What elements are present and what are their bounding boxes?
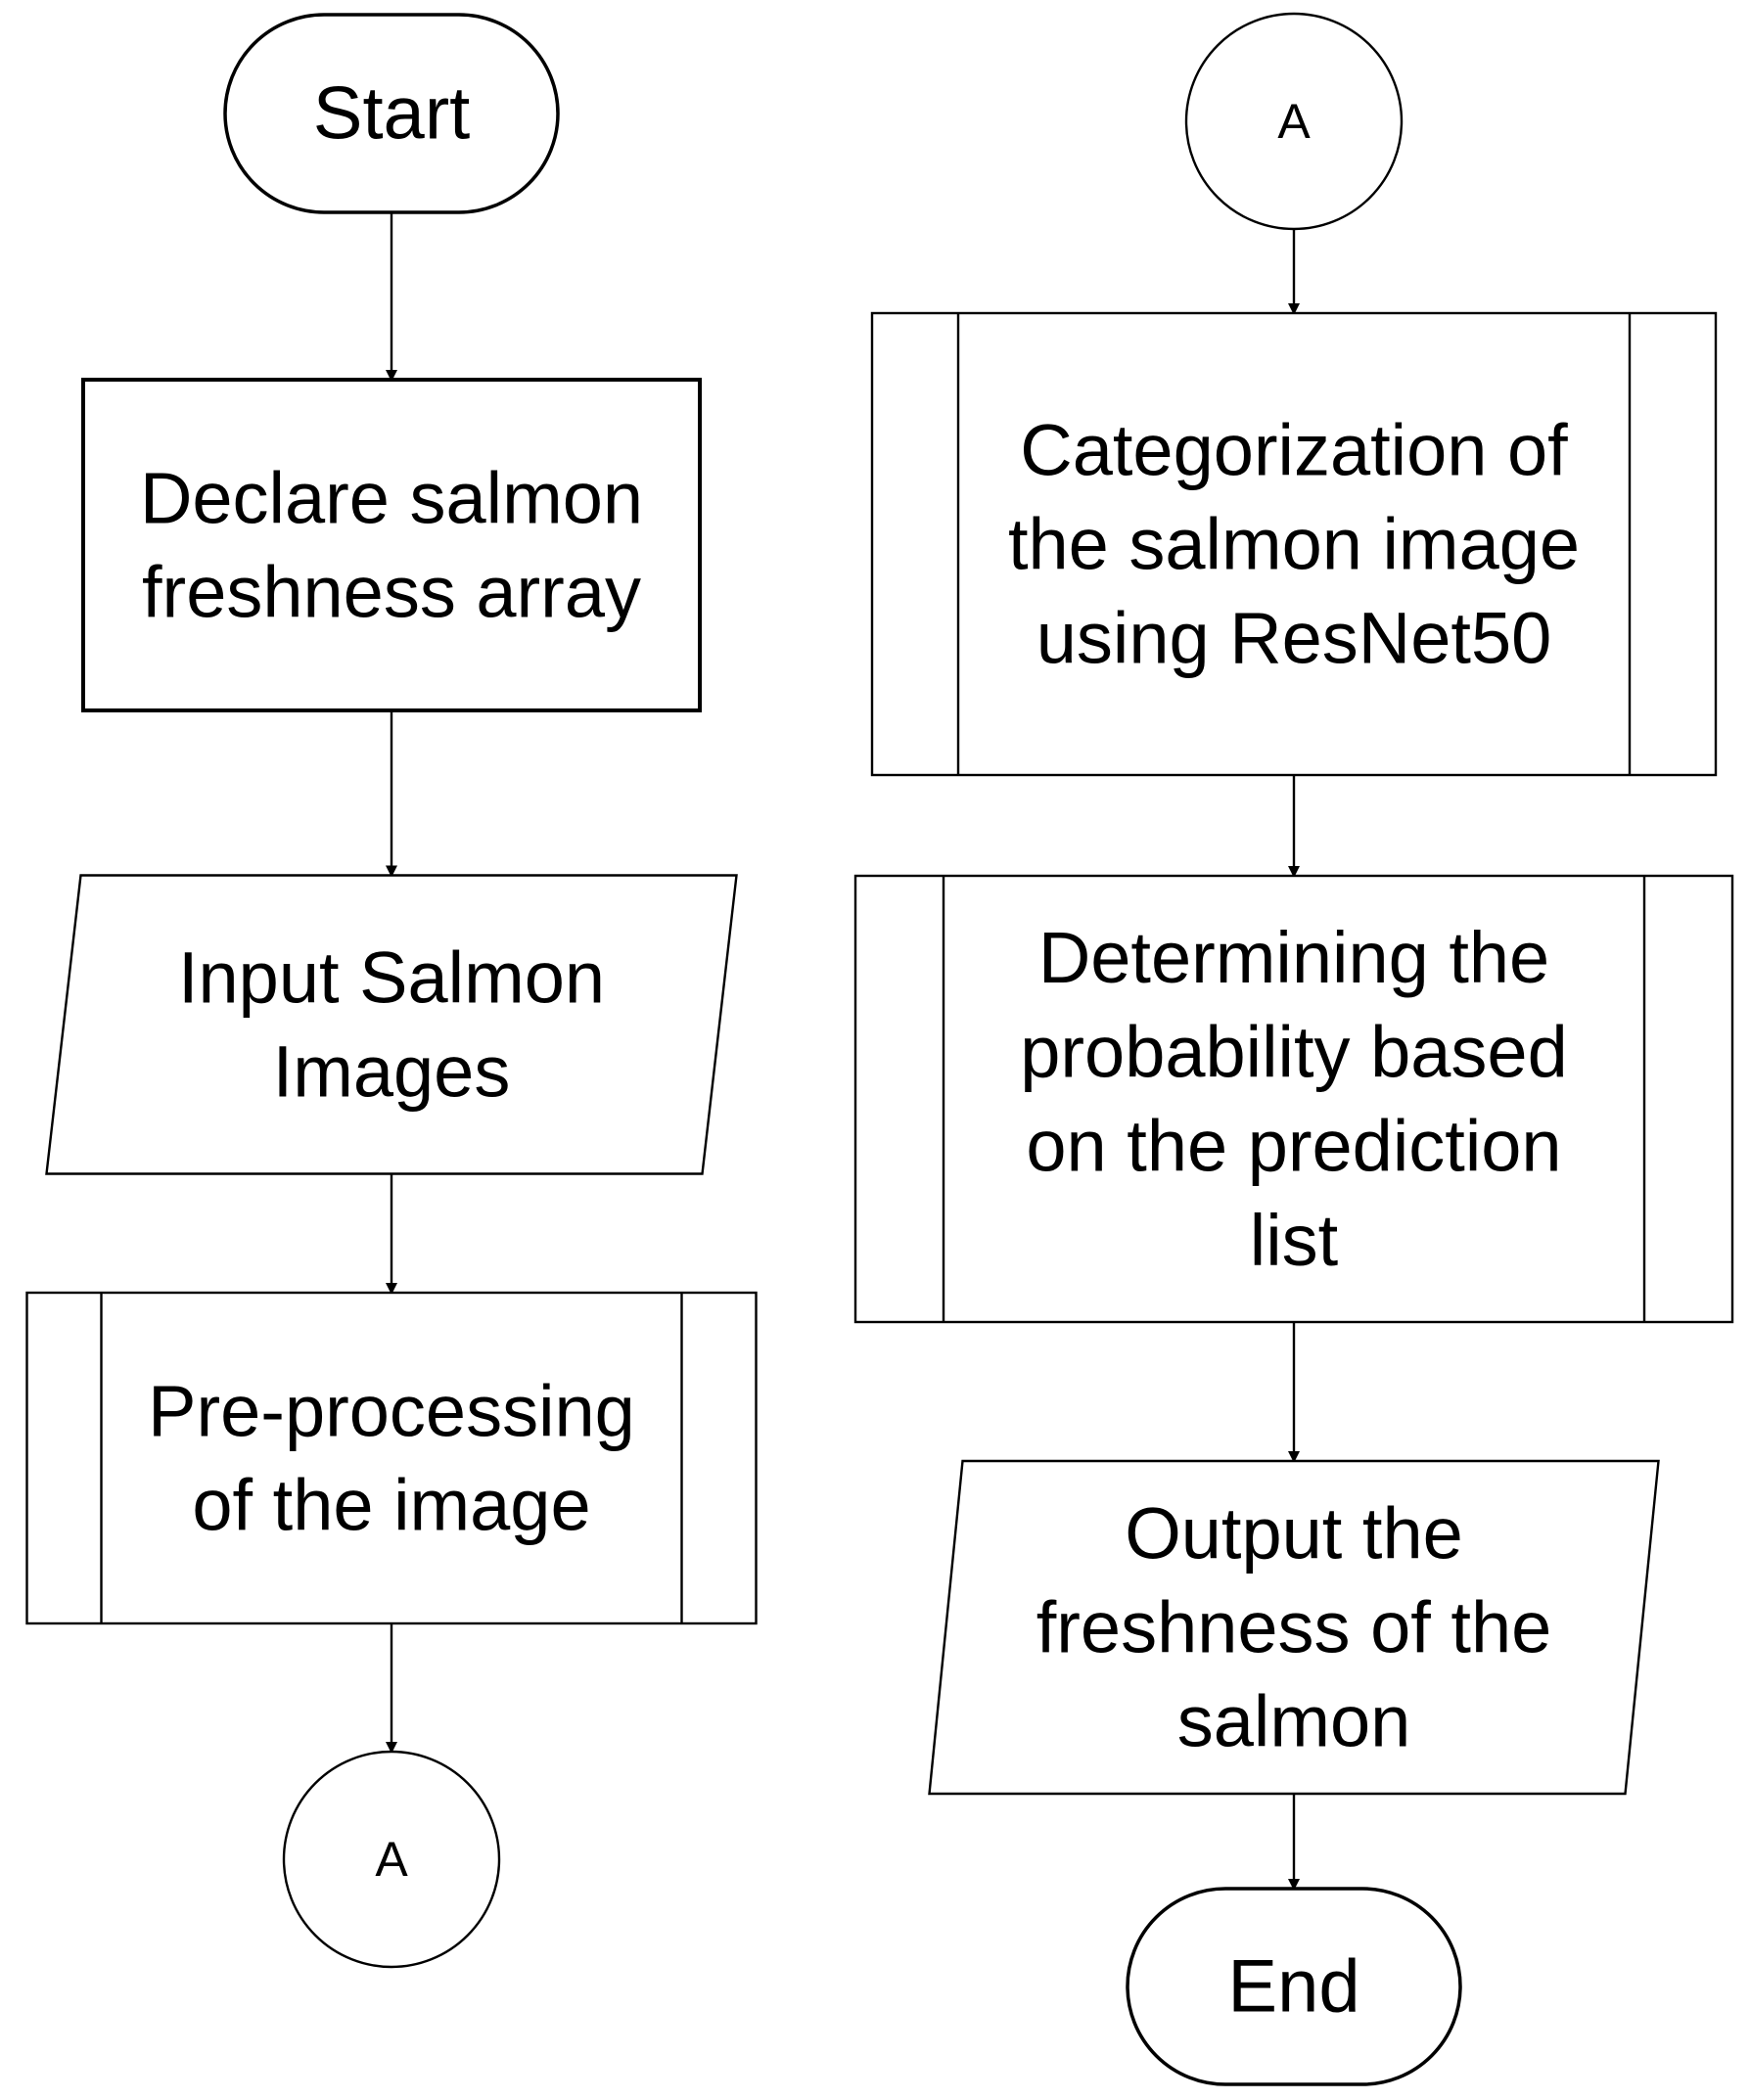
end-label-line: End xyxy=(1227,1945,1359,2029)
end-terminal-shape xyxy=(1126,1887,1462,2086)
probability-label-line: probability based xyxy=(1020,1011,1567,1092)
categorize-label-line: the salmon image xyxy=(1008,504,1580,585)
start-label-line: Start xyxy=(313,72,471,156)
node-declare: Declare salmon freshness array xyxy=(81,378,702,712)
output-label-line: salmon xyxy=(1177,1681,1411,1762)
probability-label-line: Determining the xyxy=(1038,917,1549,998)
declare-label-line: Declare salmon xyxy=(140,457,643,538)
categorize-label-line: using ResNet50 xyxy=(1036,598,1552,679)
node-output: Output the freshness of the salmon xyxy=(928,1459,1660,1796)
categorize-label-line: Categorization of xyxy=(1020,409,1568,490)
connector-out-label-line: A xyxy=(375,1832,408,1887)
node-probability: Determining the probability based on the p… xyxy=(853,874,1734,1324)
output-label-line: freshness of the xyxy=(1036,1587,1552,1668)
output-io-shape xyxy=(928,1459,1660,1796)
node-connector-out: A xyxy=(282,1750,501,1969)
categorize-subprocess-shape xyxy=(870,311,1718,777)
node-connector-in: A xyxy=(1184,12,1404,231)
node-end: End xyxy=(1126,1887,1462,2086)
preprocess-label-line: Pre-processing xyxy=(148,1370,635,1451)
node-categorize: Categorization of the salmon image using R… xyxy=(870,311,1718,777)
connector-in-label-line: A xyxy=(1277,94,1311,149)
preprocess-label-line: of the image xyxy=(192,1465,590,1546)
node-start: Start xyxy=(223,13,560,214)
input-io-shape xyxy=(45,874,738,1175)
probability-label-line: list xyxy=(1250,1200,1339,1281)
probability-label-line: on the prediction xyxy=(1026,1106,1561,1187)
start-terminal-shape xyxy=(223,13,560,214)
declare-process-shape xyxy=(81,378,702,712)
input-label-line: Images xyxy=(273,1031,511,1113)
preprocess-subprocess-shape xyxy=(25,1291,758,1625)
edges-layer xyxy=(386,212,1300,1891)
probability-subprocess-shape xyxy=(853,874,1734,1324)
node-preprocess: Pre-processing of the image xyxy=(25,1291,758,1625)
output-label-line: Output the xyxy=(1125,1492,1463,1574)
input-label-line: Input Salmon xyxy=(178,936,605,1018)
connector-in-connector-shape xyxy=(1184,12,1404,231)
connector-out-connector-shape xyxy=(282,1750,501,1969)
declare-label-line: freshness array xyxy=(142,552,641,633)
